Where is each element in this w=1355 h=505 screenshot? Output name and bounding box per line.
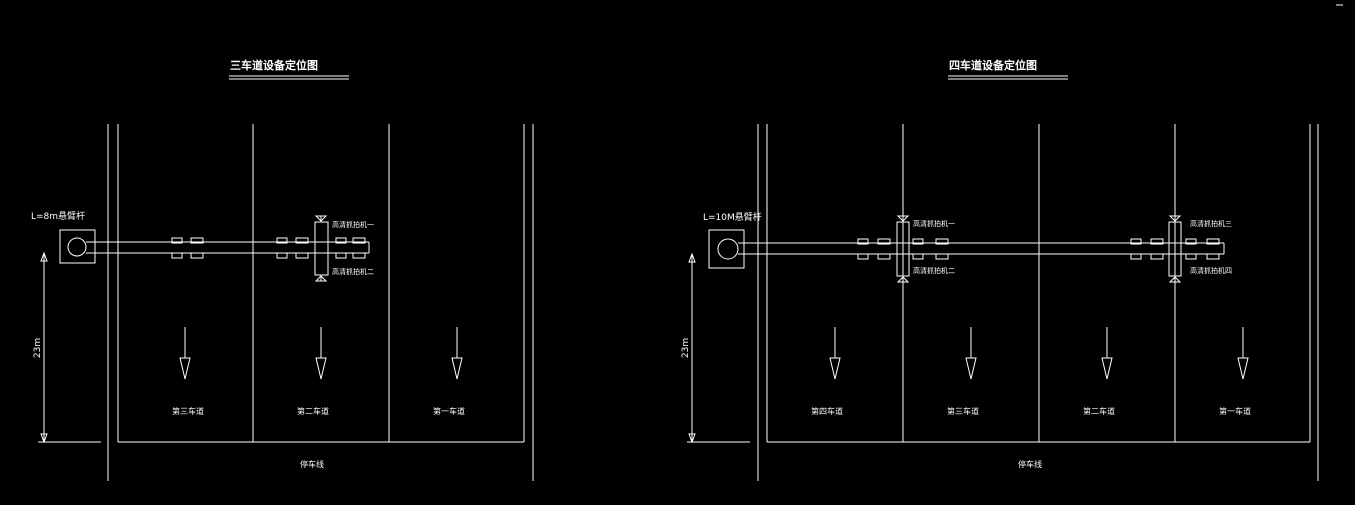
left-device-bottom-label: 高清抓拍机二	[332, 267, 374, 276]
left-pole-base	[59, 229, 96, 264]
left-dimension-label: 23m	[33, 338, 43, 358]
right-pole-base	[708, 229, 745, 269]
right-device2-top-label: 高清抓拍机三	[1190, 219, 1232, 228]
left-pole-label: L=8m悬臂杆	[31, 210, 85, 222]
right-diagram: 四车道设备定位图 L=10M悬臂杆	[681, 58, 1319, 481]
right-dim-arrow-top	[688, 252, 696, 263]
left-lane-arrows	[179, 327, 463, 380]
left-stop-line-label: 停车线	[300, 459, 324, 469]
right-pole-circle	[717, 238, 739, 260]
left-pole-circle	[67, 237, 87, 257]
right-camera-bracket-2	[1168, 215, 1182, 283]
left-device-top-label: 高清抓拍机一	[332, 220, 374, 229]
left-dim-arrow-bottom	[40, 433, 48, 444]
right-device2-bottom-label: 高清抓拍机四	[1190, 266, 1232, 275]
right-lights	[857, 238, 1220, 260]
left-title: 三车道设备定位图	[230, 58, 318, 72]
right-lane-arrows	[829, 327, 1249, 380]
right-device1-top-label: 高清抓拍机一	[913, 219, 955, 228]
right-lane-label-2: 第三车道	[947, 406, 979, 416]
left-lights	[171, 237, 366, 259]
right-lane-label-3: 第二车道	[1083, 406, 1115, 416]
right-stop-line-label: 停车线	[1018, 459, 1042, 469]
left-camera-bracket	[314, 215, 329, 282]
right-dimension-label: 23m	[681, 338, 691, 358]
left-lane-label-3: 第一车道	[433, 406, 465, 416]
right-camera-bracket-1	[896, 215, 910, 283]
left-lane-label-2: 第二车道	[297, 406, 329, 416]
right-lane-label-4: 第一车道	[1219, 406, 1251, 416]
right-device1-bottom-label: 高清抓拍机二	[913, 266, 955, 275]
left-lane-label-1: 第三车道	[172, 406, 204, 416]
right-dim-arrow-bottom	[688, 433, 696, 444]
left-dim-arrow-top	[40, 251, 48, 262]
right-lane-label-1: 第四车道	[811, 406, 843, 416]
right-title: 四车道设备定位图	[949, 58, 1037, 72]
right-pole-label: L=10M悬臂杆	[703, 211, 762, 223]
left-diagram: 三车道设备定位图 L=8m悬臂杆	[31, 58, 534, 481]
